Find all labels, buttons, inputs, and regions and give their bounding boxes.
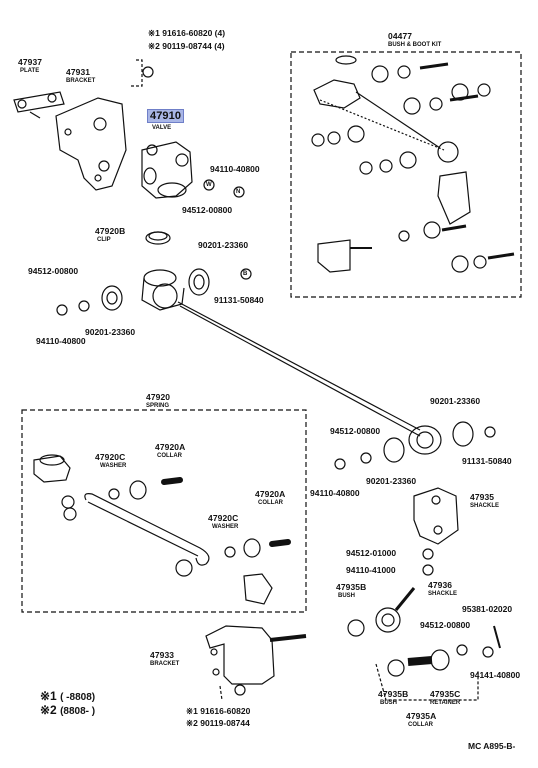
legend-mark-1: ※1 <box>40 689 57 703</box>
legend-range-1: ( -8808) <box>60 692 96 703</box>
washer-94512-00800-c[interactable]: 94512-00800 <box>330 426 381 436</box>
bolt-91131-50840-a[interactable]: 91131-50840 <box>214 295 264 305</box>
washer-94512-00800-b[interactable]: 94512-00800 <box>28 266 79 276</box>
washer-94512-01000[interactable]: 94512-01000 <box>346 548 397 558</box>
part-47920A-b-name: COLLAR <box>258 500 283 506</box>
gasket-90201-23360-d[interactable]: 90201-23360 <box>366 476 417 486</box>
bottom-note-2: ※2 90119-08744 <box>186 718 250 728</box>
washer-94512-00800-a[interactable]: 94512-00800 <box>182 205 233 215</box>
part-47935C-number[interactable]: 47935C <box>430 689 461 699</box>
nut-94110-41000[interactable]: 94110-41000 <box>346 565 396 575</box>
gasket-90201-23360-c[interactable]: 90201-23360 <box>430 396 481 406</box>
part-04477-number[interactable]: 04477 <box>388 31 413 41</box>
legend-row-2: ※2 (8808- ) <box>40 703 95 717</box>
part-47920-number[interactable]: 47920 <box>146 392 171 402</box>
header-note-1: ※1 91616-60820 (4) <box>148 28 226 38</box>
part-47931-name: BRACKET <box>66 78 96 84</box>
lower-bracket-drawing <box>205 625 307 701</box>
nut-94110-40800-c[interactable]: 94110-40800 <box>310 488 360 498</box>
shackle-rod-drawing <box>347 587 501 701</box>
part-47937-name: PLATE <box>20 68 40 74</box>
lever-joint-drawing <box>141 269 185 311</box>
part-47920C-a-name: WASHER <box>100 463 127 469</box>
bolt-94110-40800-a[interactable]: 94110-40800 <box>210 164 260 174</box>
washer-94512-00800-d[interactable]: 94512-00800 <box>420 620 471 630</box>
bush-boot-kit-box <box>290 51 522 298</box>
gasket-90201-23360-a[interactable]: 90201-23360 <box>198 240 249 250</box>
part-47910-number[interactable]: 47910 <box>147 109 185 123</box>
nut-94141-40800[interactable]: 94141-40800 <box>470 670 521 680</box>
part-47920A-a-number[interactable]: 47920A <box>155 442 186 452</box>
part-47910-highlight[interactable]: 47910 <box>147 109 185 123</box>
part-47935B-a-name: BUSH <box>338 593 356 599</box>
part-47933-number[interactable]: 47933 <box>150 650 175 660</box>
header-note-2: ※2 90119-08744 (4) <box>148 41 225 51</box>
part-47935B-a-number[interactable]: 47935B <box>336 582 367 592</box>
marker-b: B <box>243 271 248 277</box>
pin-95381-02020[interactable]: 95381-02020 <box>462 604 513 614</box>
part-47920A-a-name: COLLAR <box>157 453 182 459</box>
spring-parts-drawing <box>33 454 291 605</box>
part-47920B-number[interactable]: 47920B <box>95 226 126 236</box>
kit-parts-drawing <box>311 55 515 273</box>
part-47910-name: VALVE <box>152 125 172 131</box>
part-47920-name: SPRING <box>146 403 170 409</box>
legend-mark-2: ※2 <box>40 703 57 717</box>
link-rod <box>177 301 421 431</box>
part-47920C-b-number[interactable]: 47920C <box>208 513 239 523</box>
part-47931-number[interactable]: 47931 <box>66 67 91 77</box>
bracket-drawing <box>55 97 127 191</box>
shackle-drawing <box>413 487 459 545</box>
part-47935C-name: RETAINER <box>430 700 461 706</box>
valve-drawing <box>141 141 193 199</box>
part-47935A-name: COLLAR <box>408 722 433 728</box>
marker-w: W <box>206 182 212 188</box>
part-47933-name: BRACKET <box>150 661 180 667</box>
part-47935-number[interactable]: 47935 <box>470 492 495 502</box>
part-47920B-name: CLIP <box>97 237 111 243</box>
part-47935A-number[interactable]: 47935A <box>406 711 437 721</box>
part-47937-number[interactable]: 47937 <box>18 57 43 67</box>
part-47920A-b-number[interactable]: 47920A <box>255 489 286 499</box>
nut-94110-40800-b[interactable]: 94110-40800 <box>36 336 86 346</box>
plate-drawing <box>13 91 65 119</box>
diagram-code: MC A895-B- <box>468 741 516 751</box>
bolt-91131-50840-b[interactable]: 91131-50840 <box>462 456 512 466</box>
bottom-note-1: ※1 91616-60820 <box>186 706 251 716</box>
legend-range-2: (8808- ) <box>60 706 96 717</box>
part-47935B-b-number[interactable]: 47935B <box>378 689 409 699</box>
part-47936-name: SHACKLE <box>428 591 458 597</box>
part-47935-name: SHACKLE <box>470 503 500 509</box>
part-47920C-b-name: WASHER <box>212 524 239 530</box>
part-47935B-b-name: BUSH <box>380 700 398 706</box>
legend-row-1: ※1 ( -8808) <box>40 689 95 703</box>
part-04477-name: BUSH & BOOT KIT <box>388 42 442 48</box>
part-47936-number[interactable]: 47936 <box>428 580 453 590</box>
marker-n: N <box>236 189 241 195</box>
spring-kit-box <box>21 409 307 613</box>
part-47920C-a-number[interactable]: 47920C <box>95 452 126 462</box>
gasket-90201-23360-b[interactable]: 90201-23360 <box>85 327 136 337</box>
